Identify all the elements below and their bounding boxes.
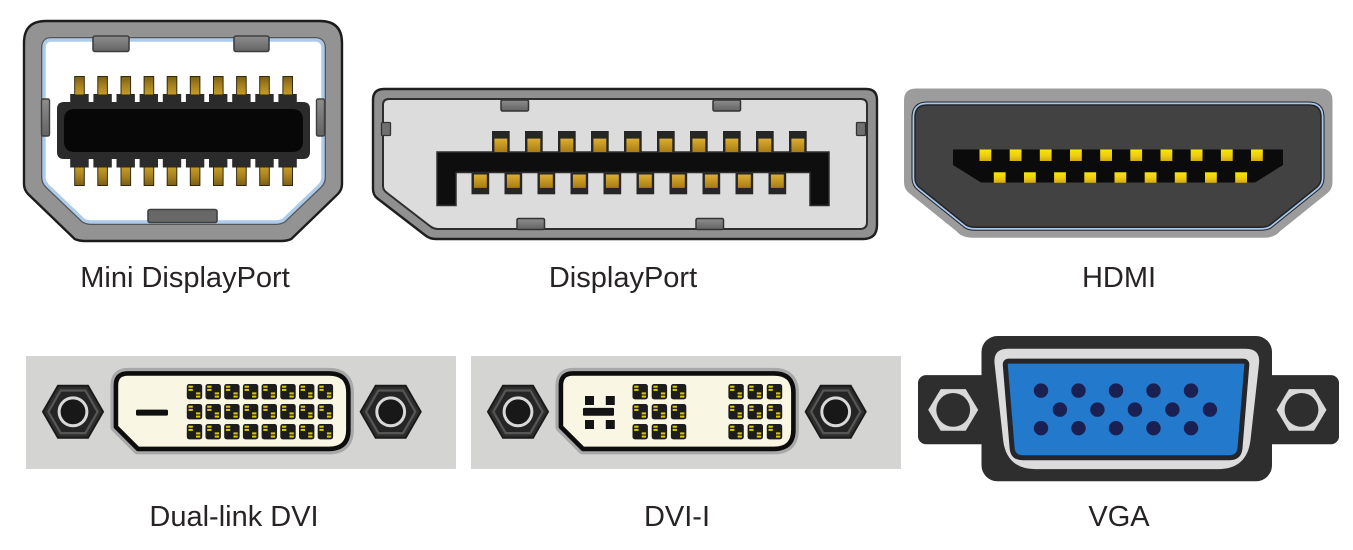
svg-text:HDMI: HDMI [1082, 262, 1156, 294]
svg-text:Dual-link DVI: Dual-link DVI [149, 501, 318, 533]
svg-text:DVI-I: DVI-I [644, 501, 710, 533]
svg-text:VGA: VGA [1088, 501, 1150, 533]
svg-text:Mini DisplayPort: Mini DisplayPort [80, 262, 290, 294]
svg-text:DisplayPort: DisplayPort [549, 262, 697, 294]
